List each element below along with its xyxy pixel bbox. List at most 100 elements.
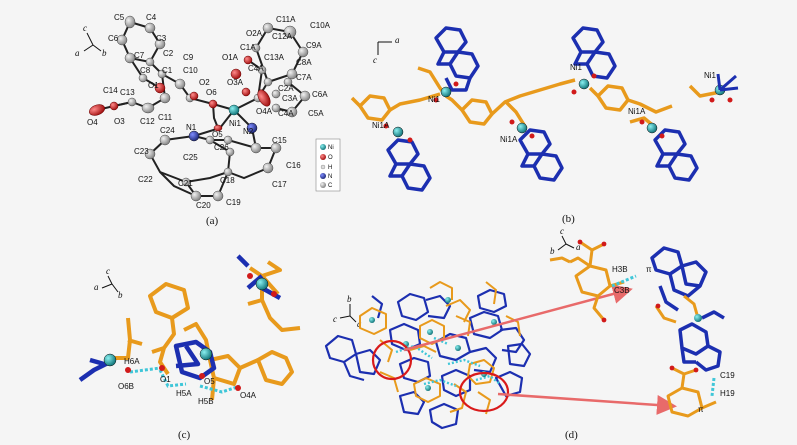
axis-triad-b [377,41,392,55]
element-legend: Ni O H N C [315,138,341,192]
atom-c2a [271,89,281,99]
label-pi-lower: π [698,405,704,414]
label-h6a: H6A [124,357,140,366]
oxygen-ends-b [383,73,733,143]
atom-c9 [174,78,186,90]
axis-label-b: b [102,48,107,58]
ni-label-5: Ni1A [500,135,518,144]
hbond-labels-c: H6A O6B O1 O5 H5A H5B O4A [118,357,257,406]
atom-c11 [159,92,171,104]
label-c11: C11 [158,113,173,122]
label-c2: C2 [163,49,174,58]
atom-c4 [144,22,156,34]
legend-c-swatch [320,182,326,188]
axis-label-c-c: c [106,266,110,276]
atom-o2a [243,55,253,65]
axis-triad-d-mid [339,304,357,323]
ni-center-1 [440,86,452,98]
label-c22: C22 [138,175,153,184]
label-c5a: C5A [308,109,324,118]
atom-c25 [225,147,235,157]
atom-c17 [262,162,274,174]
label-c3a: C3A [282,94,298,103]
atom-c26 [223,135,233,145]
label-c8: C8 [140,66,151,75]
label-c20: C20 [196,201,211,210]
axis-triad-d-top [557,235,575,251]
detail-middle-ligand [654,294,700,324]
caption-a: (a) [206,215,219,227]
ni-center-d-detail [694,314,702,322]
ni-center-2 [578,78,590,90]
atom-c7 [124,52,136,64]
atom-o3 [109,101,119,111]
oxygens-c [125,273,277,391]
ni-center-4 [392,126,404,138]
atom-o5 [213,124,223,132]
ni-center-c3 [255,277,269,291]
atom-o2 [189,91,199,101]
label-o2a: O2A [246,29,263,38]
label-c3: C3 [156,34,167,43]
atoms-oxygen-a [89,55,271,132]
label-c5: C5 [114,13,125,22]
axis-label-b-d: b [550,246,555,256]
ni-labels-b: Ni1 Ni1 Ni1 Ni1A Ni1A Ni1A [372,63,717,144]
phen-unit-3 [386,138,432,192]
label-c24: C24 [160,126,175,135]
axis-label-b-c: b [118,290,123,300]
label-c9: C9 [183,53,194,62]
atom-o3a [241,87,251,97]
ligand-ring-2 [460,98,494,126]
label-c26: C26 [214,143,229,152]
label-c25: C25 [183,153,198,162]
atom-c3a [271,103,281,113]
legend-c-label: C [328,183,333,189]
label-o5-c: O5 [204,377,215,386]
atom-c23 [159,134,171,146]
label-o4a: O4A [256,107,273,116]
atom-o6 [208,99,218,109]
label-c9a: C9A [306,41,322,50]
atoms-nitrogen-a [188,122,258,142]
label-o1-c: O1 [160,375,171,384]
hbond-h5b-o4a [199,384,241,394]
label-c13: C13 [120,88,135,97]
label-c3b: C3B [614,286,630,295]
axis-label-a: a [75,48,80,58]
atom-c12a [251,43,261,53]
atom-c3 [154,38,166,50]
phen-c [78,254,282,382]
atom-o4 [89,104,105,116]
label-c10: C10 [183,66,198,75]
ni-center-c1 [103,353,117,367]
label-c14: C14 [103,86,118,95]
label-c7: C7 [134,51,145,60]
highlight-circle-left [371,339,413,381]
axis-label-a-b: a [395,35,400,45]
label-pi-upper: π [646,265,652,274]
legend-n-label: N [328,174,332,180]
ligand-ring-1 [358,94,392,122]
label-o4a-c: O4A [240,391,257,400]
ni-label-1: Ni1 [428,95,441,104]
label-c6: C6 [108,34,119,43]
atom-c1 [157,69,167,79]
ni-label-2: Ni1 [570,63,583,72]
atom-o6b [125,367,131,373]
label-c23: C23 [134,147,149,156]
label-c1: C1 [162,66,173,75]
panel-b: a c [350,26,739,225]
caption-d: (d) [565,429,578,441]
label-h5a: H5A [176,389,192,398]
label-o6b: O6B [118,382,134,391]
label-o6: O6 [206,88,217,97]
panel-d: c b a b c a [324,226,735,441]
phen-units-b [386,26,699,192]
atom-o1a [230,68,242,80]
hbond-o1-h5a [158,369,187,388]
legend-ni-label: Ni [328,145,334,151]
phen-unit-5 [653,128,699,182]
detail-phen-upper [650,246,725,372]
caption-c: (c) [178,429,191,441]
